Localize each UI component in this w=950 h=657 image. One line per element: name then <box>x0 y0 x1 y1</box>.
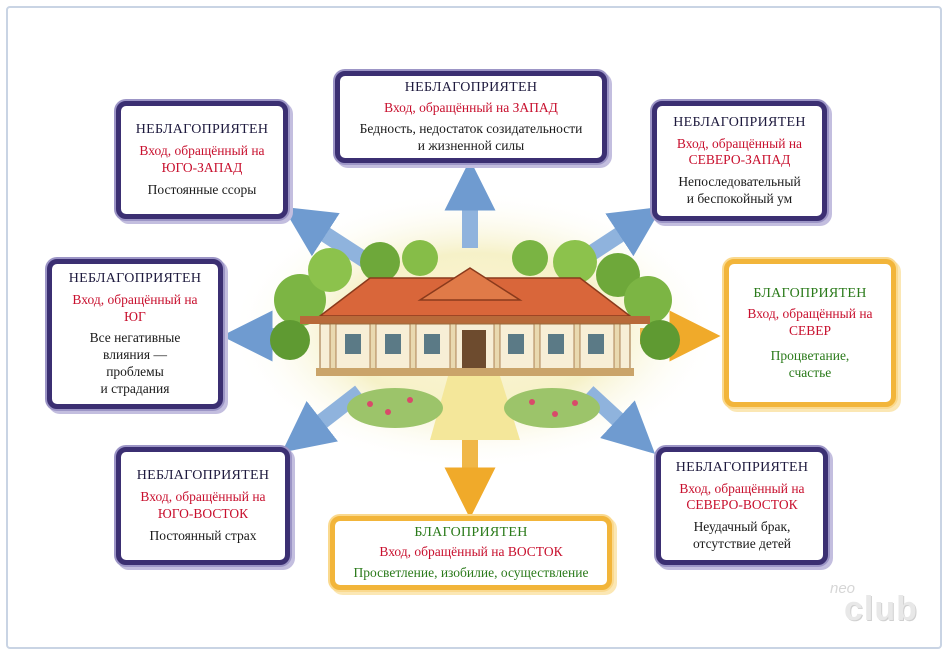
card-entrance-line: Вход, обращённый на <box>679 480 805 496</box>
watermark-small: neo <box>830 580 856 597</box>
card-effect-line: и беспокойный ум <box>686 191 793 207</box>
card-entrance-line: Вход, обращённый на <box>139 142 265 158</box>
card-verdict: НЕБЛАГОПРИЯТЕН <box>68 271 202 287</box>
card-effect: Бедность, недостаток созидательности и ж… <box>360 121 583 155</box>
card-verdict: НЕБЛАГОПРИЯТЕН <box>673 115 806 130</box>
card-north: БЛАГОПРИЯТЕН Вход, обращённый на СЕВЕР П… <box>724 259 896 407</box>
card-entrance-line: ЮГО-ЗАПАД <box>161 159 243 175</box>
card-entrance: Вход, обращённый на ЗАПАД <box>384 100 558 116</box>
card-northeast: НЕБЛАГОПРИЯТЕН Вход, обращённый на СЕВЕР… <box>656 447 828 565</box>
card-effect: Просветление, изобилие, осуществление <box>353 565 589 581</box>
card-effect: Непоследовательный и беспокойный ум <box>678 174 800 208</box>
card-effect: Все негативные влияния — проблемы и стра… <box>90 330 181 398</box>
arrow-southwest <box>282 206 373 269</box>
card-effect-line: Все негативные <box>89 330 181 346</box>
card-entrance: Вход, обращённый на ЮГО-ВОСТОК <box>140 489 265 523</box>
card-verdict: НЕБЛАГОПРИЯТЕН <box>404 79 538 95</box>
card-effect-line: отсутствие детей <box>692 536 792 552</box>
card-entrance-line: СЕВЕР <box>788 322 831 338</box>
card-effect-line: Бедность, недостаток созидательности <box>359 121 583 137</box>
card-entrance-line: Вход, обращённый на <box>72 291 198 307</box>
card-effect-line: проблемы <box>106 364 164 380</box>
watermark-big: club <box>844 590 918 628</box>
card-entrance: Вход, обращённый на ЮГ <box>72 292 197 326</box>
card-entrance: Вход, обращённый на ВОСТОК <box>379 544 563 560</box>
card-effect: Постоянные ссоры <box>147 181 257 197</box>
card-verdict: НЕБЛАГОПРИЯТЕН <box>136 468 270 484</box>
card-southwest: НЕБЛАГОПРИЯТЕН Вход, обращённый на ЮГО-З… <box>116 101 288 219</box>
card-verdict: НЕБЛАГОПРИЯТЕН <box>135 122 269 138</box>
arrow-southeast <box>281 385 365 453</box>
card-effect-line: Непоследовательный <box>678 174 801 190</box>
card-effect-line: и страдания <box>100 381 170 396</box>
card-entrance-line: СЕВЕРО-ВОСТОК <box>686 497 798 513</box>
card-effect: Неудачный брак, отсутствие детей <box>693 519 791 553</box>
page-frame <box>6 6 942 649</box>
card-verdict: БЛАГОПРИЯТЕН <box>414 524 528 540</box>
card-entrance-line: Вход, обращённый на <box>140 488 266 504</box>
card-verdict: НЕБЛАГОПРИЯТЕН <box>675 460 809 475</box>
house <box>300 267 650 376</box>
card-south: НЕБЛАГОПРИЯТЕН Вход, обращённый на ЮГ Вс… <box>47 259 223 409</box>
garden-path <box>430 376 520 440</box>
card-effect-line: счастье <box>788 364 832 380</box>
card-entrance-line: ЮГО-ВОСТОК <box>157 505 249 521</box>
card-northwest: НЕБЛАГОПРИЯТЕН Вход, обращённый на СЕВЕР… <box>652 101 827 221</box>
card-effect: Процветание, счастье <box>771 348 850 382</box>
card-entrance-line: СЕВЕРО-ЗАПАД <box>688 152 791 168</box>
watermark-logo: neo club <box>826 580 936 640</box>
card-entrance: Вход, обращённый на СЕВЕР <box>747 306 872 340</box>
card-entrance: Вход, обращённый на СЕВЕРО-ЗАПАД <box>677 136 802 170</box>
card-entrance: Вход, обращённый на СЕВЕРО-ВОСТОК <box>679 481 804 515</box>
card-entrance-line: ЮГ <box>124 308 146 324</box>
card-east: БЛАГОПРИЯТЕН Вход, обращённый на ВОСТОК … <box>330 516 612 590</box>
card-west: НЕБЛАГОПРИЯТЕН Вход, обращённый на ЗАПАД… <box>335 71 607 163</box>
arrow-northeast <box>582 386 656 454</box>
card-effect-line: и жизненной силы <box>417 138 525 154</box>
trees <box>270 240 680 360</box>
card-effect-line: влияния — <box>103 347 167 363</box>
card-southeast: НЕБЛАГОПРИЯТЕН Вход, обращённый на ЮГО-В… <box>116 447 290 565</box>
card-entrance: Вход, обращённый на ЮГО-ЗАПАД <box>139 143 264 177</box>
card-effect-line: Неудачный брак, <box>693 519 791 535</box>
card-entrance-line: Вход, обращённый на <box>676 135 803 151</box>
card-effect: Постоянный страх <box>149 527 257 543</box>
card-verdict: БЛАГОПРИЯТЕН <box>753 285 867 301</box>
card-entrance-line: Вход, обращённый на <box>747 306 873 321</box>
card-effect-line: Процветание, <box>770 347 850 363</box>
